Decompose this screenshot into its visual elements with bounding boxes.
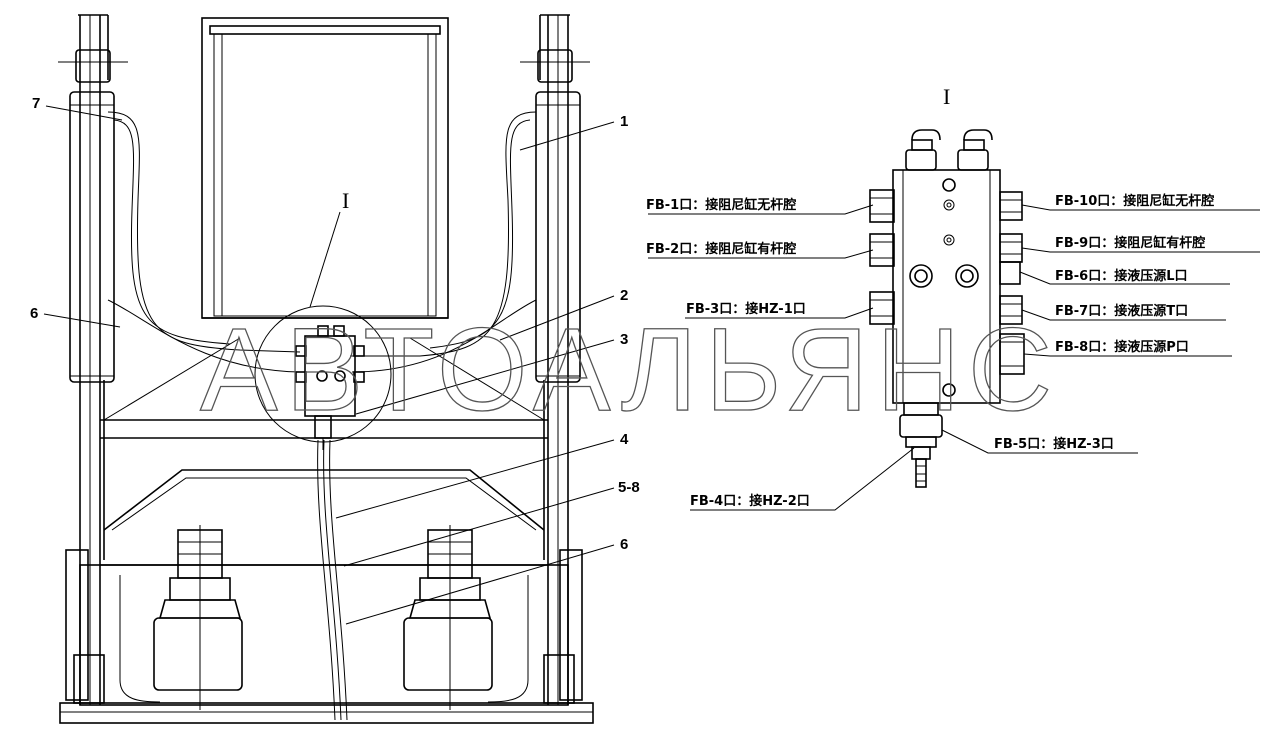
port-label-fb10: FB-10口：接阻尼缸无杆腔 (1055, 193, 1214, 209)
detail-title: I (943, 84, 950, 109)
port-label-fb9: FB-9口：接阻尼缸有杆腔 (1055, 235, 1205, 251)
port-label-fb3: FB-3口：接HZ-1口 (686, 301, 806, 317)
port-leaders (648, 204, 1260, 511)
right-mount (403, 525, 493, 710)
callout-6-lower: 6 (620, 536, 628, 553)
small-valve-block (295, 325, 365, 450)
callout-6-upper: 6 (30, 305, 38, 322)
port-label-fb4: FB-4口：接HZ-2口 (690, 493, 810, 509)
left-bracket (65, 549, 89, 701)
left-mount (153, 525, 243, 710)
port-label-fb6: FB-6口：接液压源L口 (1055, 268, 1188, 284)
callout-labels: 7 1 6 2 3 4 5-8 6 (30, 95, 640, 553)
watermark: АВТОАЛЬЯНС (200, 304, 1060, 436)
main-assembly: I (58, 14, 594, 724)
callout-7: 7 (32, 95, 40, 112)
right-bolt (543, 654, 575, 704)
detail-marker: I (342, 188, 349, 213)
port-label-fb8: FB-8口：接液压源P口 (1055, 339, 1189, 355)
detail-circle (254, 305, 392, 443)
right-bracket (559, 549, 583, 701)
lower-frame (79, 564, 569, 706)
left-bolt (73, 654, 105, 704)
callout-1: 1 (620, 113, 628, 130)
port-labels: FB-1口：接阻尼缸无杆腔 FB-2口：接阻尼缸有杆腔 FB-3口：接HZ-1口… (646, 193, 1214, 509)
left-cylinder (58, 14, 128, 705)
callout-5-8: 5-8 (618, 479, 640, 496)
callout-4: 4 (620, 431, 629, 448)
port-label-fb1: FB-1口：接阻尼缸无杆腔 (646, 197, 796, 213)
hoses (107, 111, 537, 721)
callout-3: 3 (620, 331, 628, 348)
callout-2: 2 (620, 287, 628, 304)
callout-leaders (43, 105, 615, 625)
detail-leader (309, 211, 341, 308)
port-label-fb2: FB-2口：接阻尼缸有杆腔 (646, 241, 796, 257)
port-label-fb5: FB-5口：接HZ-3口 (994, 436, 1114, 452)
base-plate (59, 702, 594, 724)
right-cylinder (520, 14, 590, 705)
top-frame (201, 17, 449, 319)
port-label-fb7: FB-7口：接液压源T口 (1055, 303, 1188, 319)
